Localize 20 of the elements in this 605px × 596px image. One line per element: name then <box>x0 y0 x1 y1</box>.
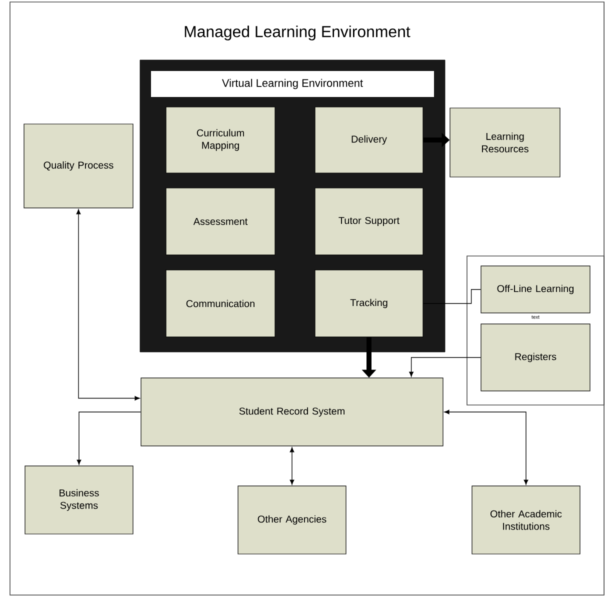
process-box: Business Systems <box>24 466 134 534</box>
arrow <box>444 410 528 485</box>
group-frame <box>466 256 604 406</box>
process-box: Registers <box>480 324 590 392</box>
arrow <box>76 412 142 465</box>
arrow <box>409 357 482 377</box>
process-box: Assessment <box>166 188 276 256</box>
process-box: Student Record System <box>140 378 444 446</box>
process-box: Learning Resources <box>450 108 560 178</box>
process-box: Delivery <box>314 106 424 174</box>
process-box: Curriculum Mapping <box>166 106 276 174</box>
process-box: Other Agencies <box>238 486 346 554</box>
process-box: Other Academic Institutions <box>472 486 580 554</box>
process-box: Tracking <box>314 270 424 338</box>
process-box: Quality Process <box>24 124 134 208</box>
process-box: Tutor Support <box>314 188 424 256</box>
process-box: Communication <box>166 270 276 338</box>
arrow <box>76 209 140 400</box>
process-box: Off-Line Learning <box>480 266 590 314</box>
arrow <box>290 447 294 485</box>
